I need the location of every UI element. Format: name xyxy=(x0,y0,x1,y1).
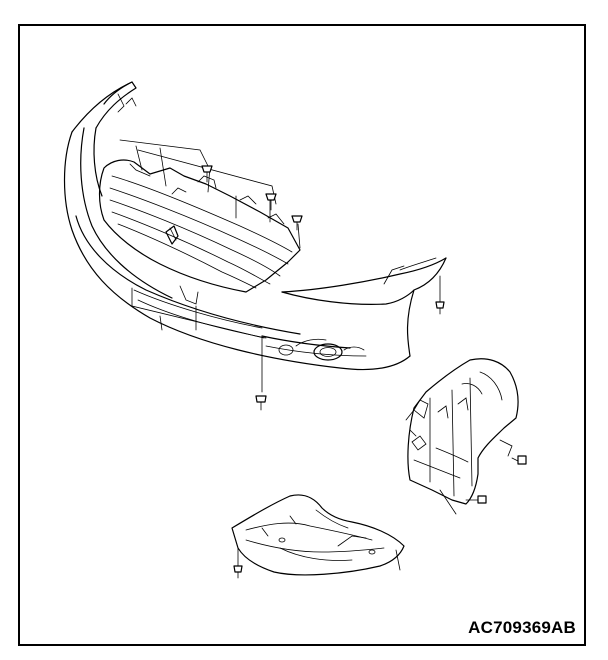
clip-fastener xyxy=(201,165,445,411)
diagram-frame xyxy=(18,24,586,646)
radiator-grille xyxy=(98,159,301,293)
figure-id-label: AC709369AB xyxy=(468,618,576,637)
fender-splash-shield xyxy=(405,358,527,515)
leader-lines xyxy=(119,139,441,393)
engine-under-cover xyxy=(231,494,405,579)
fog-lamp xyxy=(278,338,365,361)
